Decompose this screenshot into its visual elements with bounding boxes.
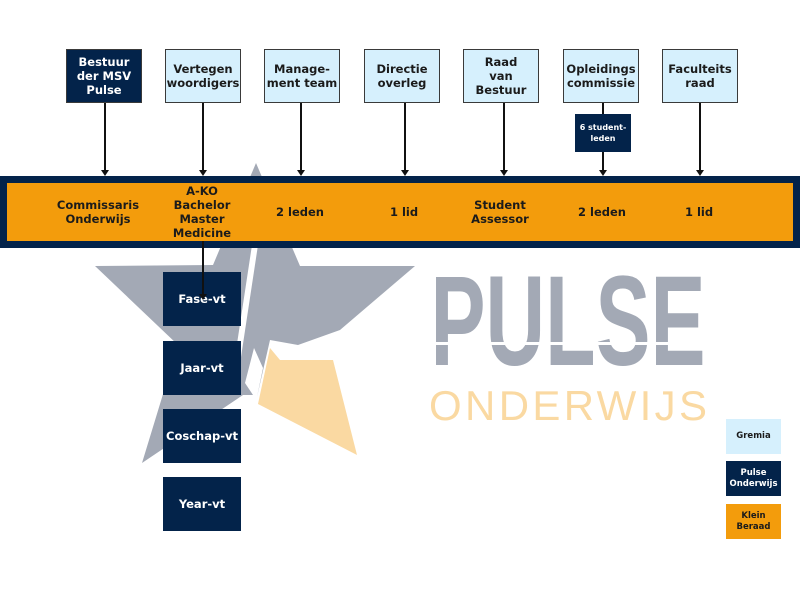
- arrow-down-icon: [199, 294, 207, 300]
- box-directie-overleg: Directie overleg: [364, 49, 440, 103]
- band-label-directie: 1 lid: [389, 205, 419, 219]
- box-coschap-vt: Coschap-vt: [163, 409, 241, 463]
- connector-line: [202, 241, 204, 295]
- band-label-faculteitsraad: 1 lid: [684, 205, 714, 219]
- band-label-commissaris-onderwijs: Commissaris Onderwijs: [56, 198, 140, 226]
- legend-item-gremia: Gremia: [726, 419, 781, 454]
- arrow-down-icon: [297, 170, 305, 176]
- band-label-management: 2 leden: [276, 205, 324, 219]
- arrow-down-icon: [199, 170, 207, 176]
- arrow-down-icon: [599, 170, 607, 176]
- klein-beraad-band: [7, 183, 793, 241]
- box-year-vt: Year-vt: [163, 477, 241, 531]
- connector-line: [202, 103, 204, 171]
- band-label-ako: A-KO Bachelor Master Medicine: [172, 184, 232, 240]
- connector-line: [699, 103, 701, 171]
- watermark-title: PULSE: [431, 250, 706, 393]
- band-label-opleidingscommissie: 2 leden: [578, 205, 626, 219]
- arrow-down-icon: [696, 170, 704, 176]
- box-faculteitsraad: Faculteits raad: [662, 49, 738, 103]
- connector-line: [300, 103, 302, 171]
- box-management-team: Manage- ment team: [264, 49, 340, 103]
- connector-line: [503, 103, 505, 171]
- arrow-down-icon: [500, 170, 508, 176]
- connector-line: [104, 103, 106, 171]
- box-opleidingscommissie: Opleidings commissie: [563, 49, 639, 103]
- connector-line: [404, 103, 406, 171]
- watermark-title-cut: [425, 342, 715, 345]
- box-jaar-vt: Jaar-vt: [163, 341, 241, 395]
- box-vertegenwoordigers: Vertegen woordigers: [165, 49, 241, 103]
- watermark-subtitle: ONDERWIJS: [429, 382, 707, 429]
- band-label-student-assessor: Student Assessor: [471, 198, 529, 226]
- arrow-down-icon: [401, 170, 409, 176]
- box-6-studentleden: 6 student- leden: [575, 114, 631, 152]
- box-raad-van-bestuur: Raad van Bestuur: [463, 49, 539, 103]
- legend-item-klein-beraad: Klein Beraad: [726, 504, 781, 539]
- arrow-down-icon: [101, 170, 109, 176]
- star-orange-shape: [258, 348, 357, 455]
- box-bestuur-msv-pulse: Bestuur der MSV Pulse: [66, 49, 142, 103]
- legend-item-pulse-onderwijs: Pulse Onderwijs: [726, 461, 781, 496]
